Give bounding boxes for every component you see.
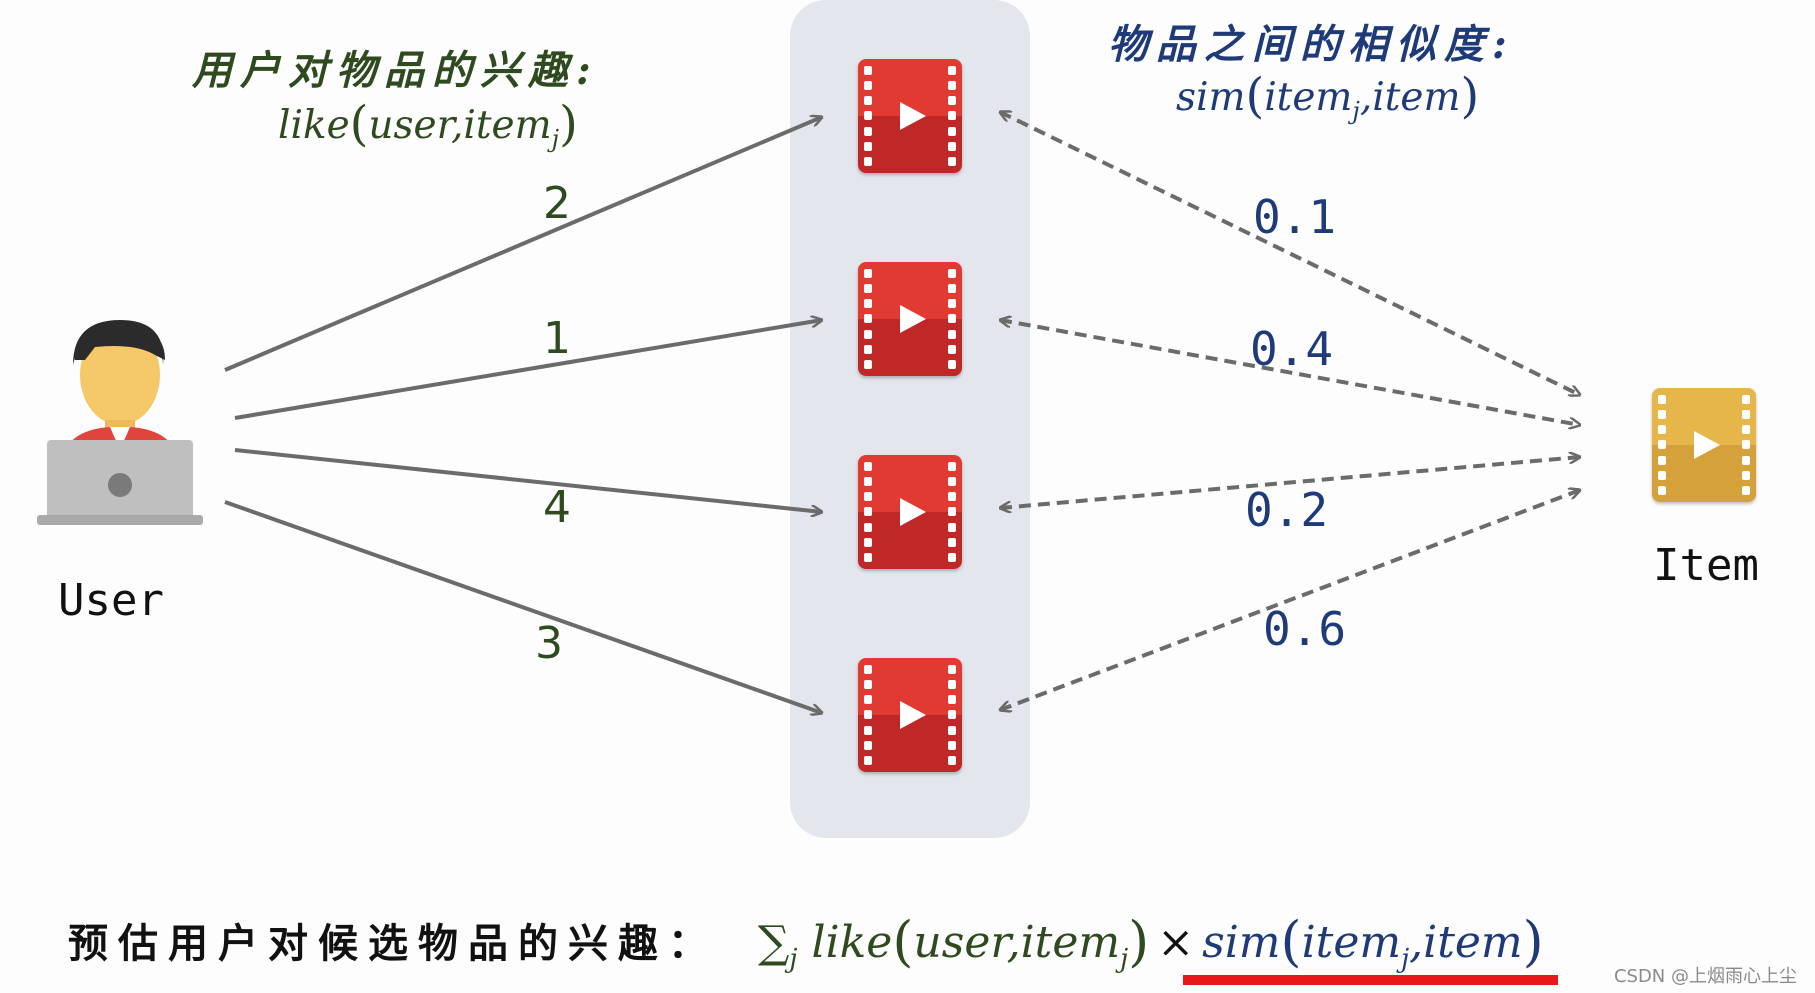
sim-value-3: 0.2 (1245, 483, 1329, 537)
watermark: CSDN @上烟雨心上尘 (1613, 966, 1797, 987)
like-value-3: 4 (543, 482, 571, 533)
like-arg-user: user (368, 103, 451, 148)
like-arg-item: item (463, 103, 552, 148)
play-icon (900, 102, 926, 130)
user-label: User (58, 575, 164, 626)
like-edge-4 (224, 500, 822, 713)
item-label: Item (1653, 540, 1759, 591)
sim-value-1: 0.1 (1253, 190, 1337, 244)
video-film-icon (858, 59, 962, 173)
sum-symbol: ∑ (758, 917, 790, 968)
target-item-film-icon (1652, 388, 1756, 502)
play-icon (900, 701, 926, 729)
like-arg-item-sub: j (551, 124, 560, 153)
bottom-like-arg-item-sub: j (1120, 943, 1129, 974)
item-similarity-heading: 物品之间的相似度: (1108, 21, 1515, 68)
bottom-like-arg-item: item (1020, 917, 1121, 968)
prediction-formula: ∑j like(user,itemj)×sim(itemj,item) (758, 910, 1544, 974)
bottom-sim-arg-item-j-sub: j (1401, 943, 1410, 974)
video-film-icon (858, 262, 962, 376)
sim-edge-2 (1000, 320, 1580, 425)
sim-value-2: 0.4 (1250, 322, 1334, 376)
like-edge-1 (224, 117, 822, 372)
like-edge-3 (234, 448, 822, 512)
bottom-sim-fn: sim (1202, 917, 1281, 968)
like-value-4: 3 (535, 618, 563, 669)
play-icon (900, 498, 926, 526)
prediction-prefix: 预估用户对候选物品的兴趣： (68, 920, 718, 967)
prediction-formula-line: 预估用户对候选物品的兴趣： ∑j like(user,itemj)×sim(ite… (68, 910, 1544, 974)
video-film-icon (858, 658, 962, 772)
video-film-icon (858, 455, 962, 569)
like-edge-2 (234, 320, 822, 420)
sum-sub: j (789, 943, 798, 974)
bottom-like-arg-user: user (913, 917, 1007, 968)
bottom-like-fn: like (811, 917, 893, 968)
like-value-2: 1 (543, 313, 571, 364)
sim-term-underline (1183, 975, 1558, 985)
play-icon (900, 305, 926, 333)
bottom-sim-arg-item: item (1423, 917, 1523, 968)
user-interest-heading: 用户对物品的兴趣: (192, 47, 599, 94)
sim-edge-4 (1000, 490, 1580, 710)
user-laptop-icon (37, 320, 203, 525)
like-fn: like (278, 103, 350, 148)
like-formula: like(user,itemj) (278, 96, 578, 153)
sim-value-4: 0.6 (1263, 602, 1347, 656)
like-value-1: 2 (543, 178, 571, 229)
play-icon (1694, 431, 1720, 459)
bottom-sim-arg-item-j: item (1301, 917, 1402, 968)
times-symbol: × (1157, 917, 1195, 968)
